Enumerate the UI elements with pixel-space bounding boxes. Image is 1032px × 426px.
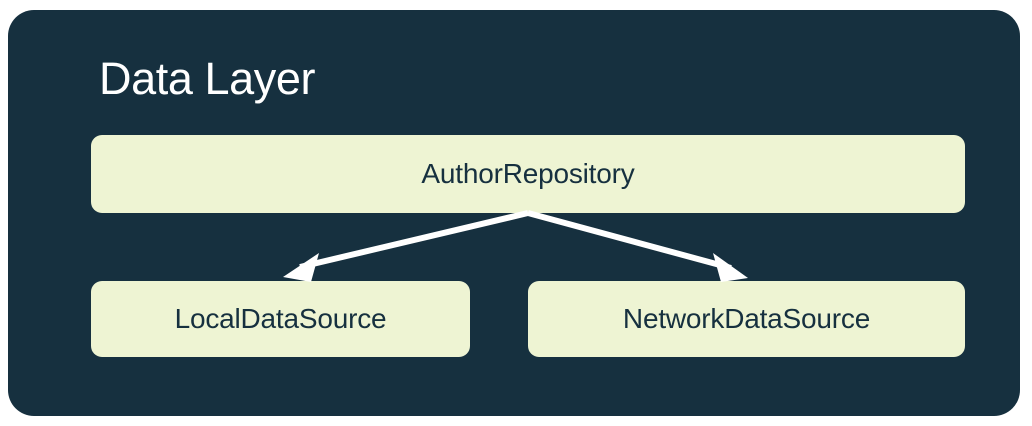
node-local-data-source[interactable]: LocalDataSource — [91, 281, 470, 357]
page-title: Data Layer — [99, 53, 316, 104]
node-author-repository[interactable]: AuthorRepository — [91, 135, 965, 213]
node-author-repository-label: AuthorRepository — [421, 158, 635, 189]
node-local-data-source-label: LocalDataSource — [174, 303, 387, 334]
node-network-data-source-label: NetworkDataSource — [622, 303, 871, 334]
node-network-data-source[interactable]: NetworkDataSource — [528, 281, 965, 357]
